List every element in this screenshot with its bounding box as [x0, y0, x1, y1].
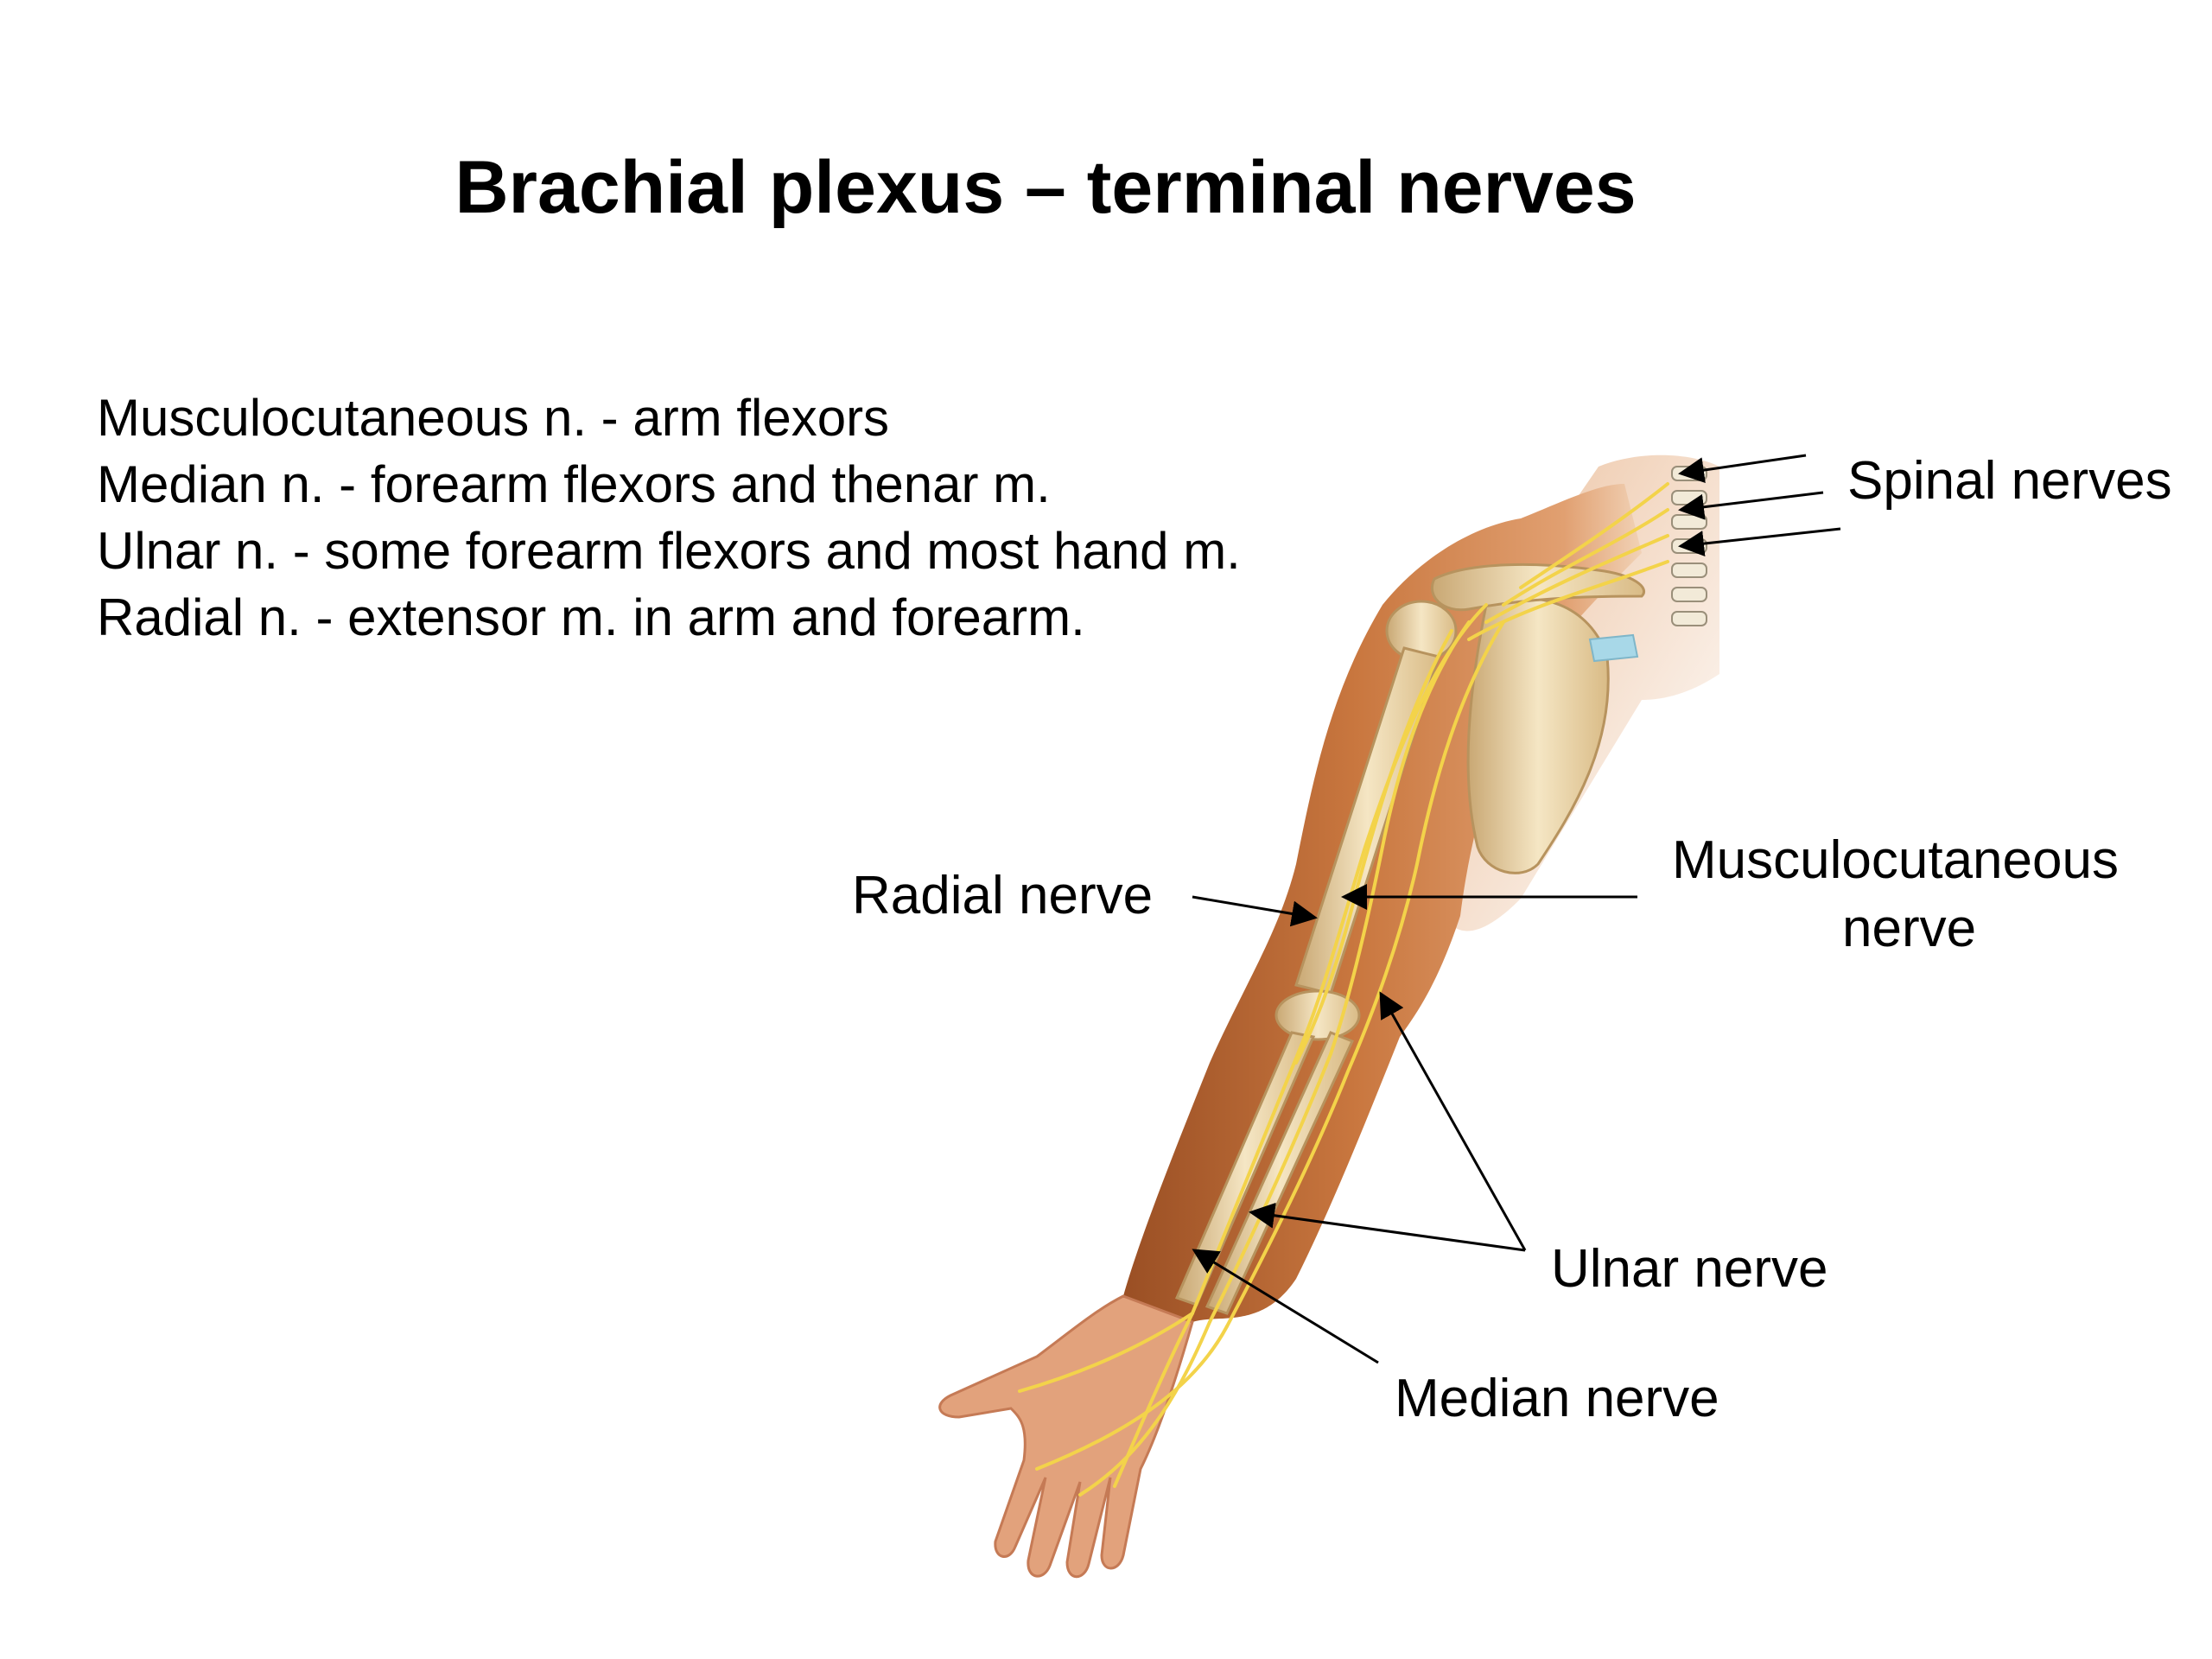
callout-spinal-3: [1678, 527, 1841, 557]
callout-spinal-1: [1678, 454, 1807, 483]
callout-lines: [1192, 454, 1841, 1364]
label-musculocutaneous-line2: nerve: [1842, 899, 1977, 958]
summary-line-musculocutaneous: Musculocutaneous n. - arm flexors: [97, 389, 890, 447]
label-spinal-nerves: Spinal nerves: [1847, 451, 2172, 511]
summary-list: Musculocutaneous n. - arm flexors Median…: [97, 385, 1393, 651]
clavicle-bone: [1430, 563, 1645, 663]
label-radial-nerve: Radial nerve: [852, 866, 1154, 925]
nerve-paths: [1018, 482, 1669, 1497]
callout-spinal-2: [1678, 491, 1824, 520]
callout-ulnar-upper: [1379, 991, 1527, 1251]
scapula-bone: [1466, 597, 1610, 874]
hand-shape: [938, 1294, 1194, 1579]
summary-line-radial: Radial n. - extensor m. in arm and forea…: [97, 588, 1085, 646]
slide-title: Brachial plexus – terminal nerves: [454, 146, 1637, 229]
callout-ulnar-lower: [1249, 1202, 1526, 1252]
callout-radial: [1192, 895, 1318, 927]
label-median-nerve: Median nerve: [1395, 1369, 1719, 1428]
summary-line-ulnar: Ulnar n. - some forearm flexors and most…: [97, 522, 1241, 580]
label-musculocutaneous-line1: Musculocutaneous: [1672, 830, 2119, 890]
summary-line-median: Median n. - forearm flexors and thenar m…: [97, 455, 1051, 513]
callout-median: [1192, 1249, 1379, 1364]
label-ulnar-nerve: Ulnar nerve: [1551, 1239, 1828, 1299]
